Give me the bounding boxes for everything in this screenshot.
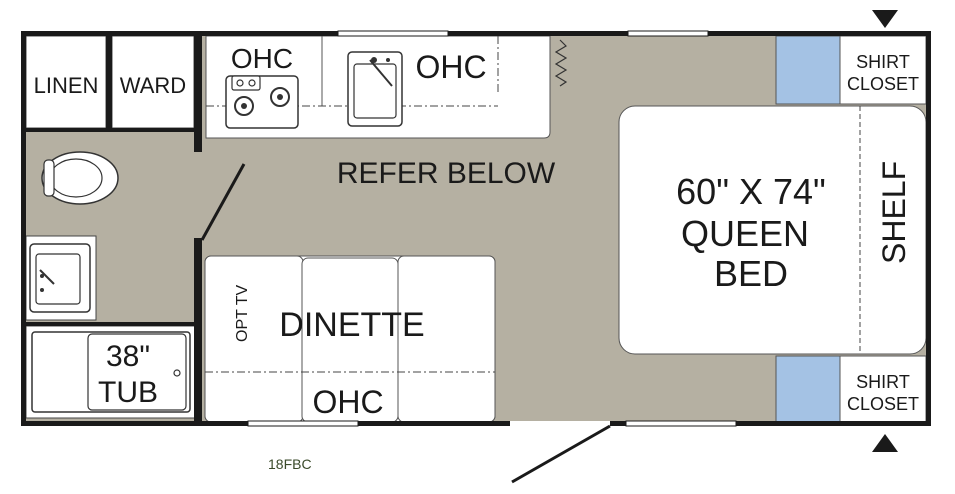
toilet-icon — [41, 151, 119, 205]
entry-door-gap — [510, 421, 610, 426]
label-closet-top: CLOSET — [847, 74, 919, 94]
label-shelf: SHELF — [876, 161, 912, 264]
window-top-left — [337, 30, 449, 37]
label-opt-tv: OPT TV — [234, 284, 251, 342]
kitchen-sink-icon — [347, 51, 403, 127]
window-top-right — [627, 30, 709, 37]
stove-icon — [225, 75, 299, 129]
label-refer-below: REFER BELOW — [337, 157, 556, 190]
section-arrow-bottom-icon — [872, 434, 898, 452]
wall-bath-upper — [194, 36, 202, 152]
label-closet-bottom: CLOSET — [847, 394, 919, 414]
label-dinette: DINETTE — [279, 306, 424, 344]
model-number: 18FBC — [268, 456, 312, 472]
wall-linen-bottom — [26, 128, 202, 132]
section-arrow-top-icon — [872, 10, 898, 28]
label-ohc-dinette: OHC — [312, 384, 383, 420]
entry-door — [511, 424, 611, 484]
label-ward: WARD — [120, 73, 186, 98]
label-shirt-top: SHIRT — [856, 52, 910, 72]
closet-top-white — [839, 35, 927, 105]
label-bed-type: QUEEN — [681, 213, 809, 254]
wall-bath-lower — [194, 238, 202, 422]
label-bed: BED — [714, 253, 788, 294]
label-ohc-stove: OHC — [231, 43, 293, 74]
bath-door — [200, 163, 246, 241]
lavatory-sink-icon — [29, 243, 91, 313]
label-tub-size: 38" — [106, 340, 150, 373]
exterior-walls — [21, 31, 931, 426]
zigzag-icon — [554, 39, 568, 87]
wall-linen-divider — [106, 36, 112, 128]
label-ohc-sink: OHC — [415, 49, 486, 85]
label-tub: TUB — [98, 376, 158, 409]
label-linen: LINEN — [34, 73, 99, 98]
closet-bottom-white — [839, 355, 927, 423]
tub-icon — [31, 331, 191, 413]
closet-bottom-blue — [775, 355, 841, 423]
label-shirt-bottom: SHIRT — [856, 372, 910, 392]
label-bed-size: 60" X 74" — [676, 171, 826, 212]
wall-tub-top — [26, 322, 196, 326]
closet-top-blue — [775, 35, 841, 105]
window-bottom-left — [247, 420, 359, 427]
window-bottom-right — [625, 420, 737, 427]
linen-cabinet — [25, 35, 107, 129]
